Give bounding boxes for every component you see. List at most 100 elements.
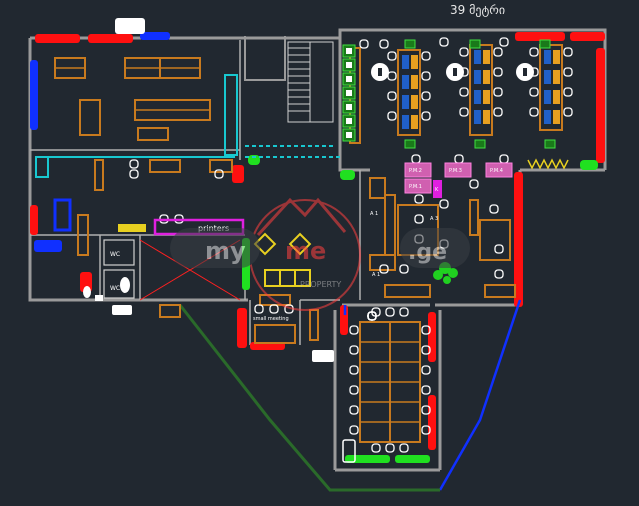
cyan-elements bbox=[35, 74, 340, 178]
wc-rooms bbox=[103, 239, 135, 299]
corridor-outline bbox=[178, 304, 440, 492]
fixtures bbox=[83, 18, 356, 463]
wc-label-2: WC bbox=[110, 285, 120, 292]
desk-top-right bbox=[553, 110, 560, 124]
chair bbox=[387, 91, 397, 101]
desk-top-left bbox=[402, 55, 409, 69]
cabinet-mark bbox=[346, 118, 352, 124]
chair bbox=[269, 304, 279, 314]
chair bbox=[459, 87, 469, 97]
desk-top-right bbox=[411, 95, 418, 109]
chair bbox=[529, 107, 539, 117]
watermark-sub: PROPERTY bbox=[300, 280, 341, 289]
cabinet-mark bbox=[346, 132, 352, 138]
zigzag-mark bbox=[527, 158, 569, 170]
chair bbox=[387, 111, 397, 121]
desk-top-right bbox=[411, 75, 418, 89]
chair bbox=[379, 39, 389, 49]
desk-top-left bbox=[544, 70, 551, 84]
desk bbox=[484, 284, 516, 298]
chair bbox=[459, 47, 469, 57]
open-office-desks bbox=[402, 50, 560, 129]
desk bbox=[384, 194, 396, 256]
desk bbox=[384, 284, 431, 298]
chair bbox=[529, 87, 539, 97]
desk bbox=[137, 127, 169, 141]
desk bbox=[209, 159, 233, 173]
desk-top-right bbox=[483, 90, 490, 104]
chair bbox=[421, 405, 431, 415]
chair bbox=[387, 71, 397, 81]
chair bbox=[421, 365, 431, 375]
chair bbox=[499, 37, 509, 47]
chair bbox=[399, 307, 409, 317]
desk bbox=[309, 309, 319, 341]
chair bbox=[563, 87, 573, 97]
chair bbox=[414, 214, 424, 224]
chair bbox=[399, 264, 409, 274]
desk bbox=[79, 99, 101, 136]
desk-top-right bbox=[553, 50, 560, 64]
chair bbox=[563, 107, 573, 117]
staircase bbox=[287, 41, 334, 123]
chair bbox=[499, 154, 509, 164]
chair bbox=[399, 443, 409, 453]
chair bbox=[421, 425, 431, 435]
desk-top-left bbox=[544, 90, 551, 104]
desk bbox=[539, 44, 563, 131]
chair bbox=[411, 154, 421, 164]
cabinet bbox=[544, 139, 556, 149]
desk bbox=[469, 199, 479, 236]
desk bbox=[369, 177, 386, 199]
chair bbox=[421, 325, 431, 335]
desk-top-left bbox=[402, 95, 409, 109]
desk bbox=[469, 44, 493, 136]
chair bbox=[563, 47, 573, 57]
round-table-marks bbox=[378, 68, 527, 76]
chair bbox=[359, 39, 369, 49]
chair bbox=[421, 71, 431, 81]
desk bbox=[149, 159, 181, 173]
reception-shapes bbox=[118, 224, 312, 287]
label-a1b: A 1 bbox=[372, 272, 380, 278]
label-pm4: P.M.4 bbox=[490, 168, 503, 174]
chair bbox=[421, 91, 431, 101]
desk-top-right bbox=[411, 55, 418, 69]
chair bbox=[371, 443, 381, 453]
cabinet bbox=[539, 39, 551, 49]
watermark-left: my bbox=[205, 237, 246, 265]
cabinet-mark bbox=[346, 90, 352, 96]
label-pm1: P.M.1 bbox=[409, 184, 422, 190]
chair bbox=[469, 179, 479, 189]
desk bbox=[254, 324, 296, 344]
label-a1: A 1 bbox=[370, 211, 378, 217]
desk-top-right bbox=[411, 115, 418, 129]
chair bbox=[349, 365, 359, 375]
chair bbox=[414, 194, 424, 204]
desk-top-left bbox=[402, 115, 409, 129]
desk-top-left bbox=[402, 75, 409, 89]
pm-room-labels: P.M.2 P.M.1 P.M.3 P.M.4 K bbox=[409, 168, 503, 193]
small-meeting-label: small meeting bbox=[253, 316, 289, 322]
label-k: K bbox=[435, 187, 439, 193]
desk-top-left bbox=[544, 110, 551, 124]
chair bbox=[371, 307, 381, 317]
label-a3: A 3 bbox=[430, 216, 438, 222]
chair bbox=[489, 204, 499, 214]
desk bbox=[159, 304, 181, 318]
cabinet bbox=[404, 139, 416, 149]
chair bbox=[529, 47, 539, 57]
desk-top-right bbox=[483, 70, 490, 84]
desk-top-left bbox=[474, 70, 481, 84]
cabinet bbox=[469, 39, 481, 49]
chair bbox=[349, 325, 359, 335]
desk bbox=[77, 214, 89, 256]
chair bbox=[421, 51, 431, 61]
desk-top-right bbox=[483, 110, 490, 124]
watermark-middle: me bbox=[285, 237, 326, 265]
green-cabinets bbox=[342, 39, 556, 149]
cabinet-mark bbox=[346, 76, 352, 82]
chair bbox=[421, 345, 431, 355]
wc-label-1: WC bbox=[110, 251, 120, 258]
